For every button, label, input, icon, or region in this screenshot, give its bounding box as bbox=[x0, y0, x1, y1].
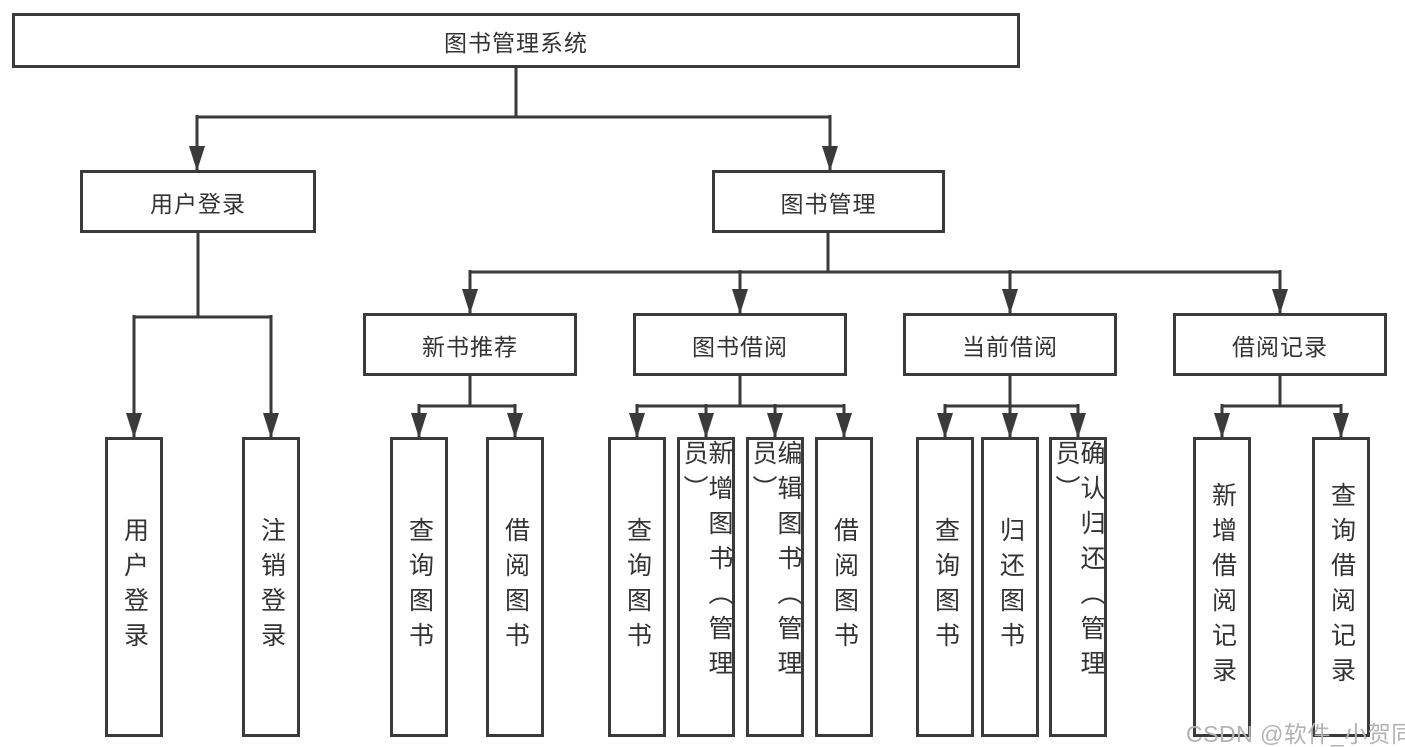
node-book-borrow: 图书借阅 bbox=[633, 313, 847, 376]
leaf-logout: 注销登录 bbox=[242, 437, 300, 737]
node-user-login: 用户登录 bbox=[80, 170, 316, 233]
node-new-book-recommend: 新书推荐 bbox=[363, 313, 577, 376]
connector-current-borrow-to-leaves bbox=[937, 375, 1086, 438]
connector-book-management-to-level3 bbox=[462, 232, 1288, 314]
leaf-user-login: 用户登录 bbox=[105, 437, 163, 737]
leaf-return-books: 归还图书 bbox=[981, 437, 1039, 737]
leaf-borrow-query-books: 查询图书 bbox=[608, 437, 666, 737]
csdn-watermark: CSDN @软件_小贺同学 bbox=[1186, 721, 1405, 747]
leaf-current-query-books: 查询图书 bbox=[916, 437, 974, 737]
leaf-borrow-books: 借阅图书 bbox=[815, 437, 873, 737]
connector-book-borrow-to-leaves bbox=[629, 375, 852, 438]
connector-user-login-to-leaves bbox=[126, 232, 279, 438]
connector-borrow-records-to-leaves bbox=[1214, 375, 1349, 438]
leaf-recommend-query-books: 查询图书 bbox=[390, 437, 448, 737]
leaf-add-borrow-record: 新增借阅记录 bbox=[1193, 437, 1251, 737]
node-book-management: 图书管理 bbox=[712, 170, 945, 233]
node-borrow-records: 借阅记录 bbox=[1173, 313, 1387, 376]
leaf-query-borrow-record: 查询借阅记录 bbox=[1312, 437, 1370, 737]
connector-new-book-recommend-to-leaves bbox=[411, 375, 523, 438]
connector-root-to-level2 bbox=[189, 68, 838, 171]
leaf-confirm-return-admin: 确认归还（管理员） bbox=[1049, 437, 1107, 737]
leaf-edit-book-admin: 编辑图书（管理员） bbox=[746, 437, 804, 737]
leaf-recommend-borrow-books: 借阅图书 bbox=[486, 437, 544, 737]
leaf-add-book-admin: 新增图书（管理员） bbox=[677, 437, 735, 737]
node-root: 图书管理系统 bbox=[12, 13, 1020, 68]
node-current-borrow: 当前借阅 bbox=[903, 313, 1117, 376]
